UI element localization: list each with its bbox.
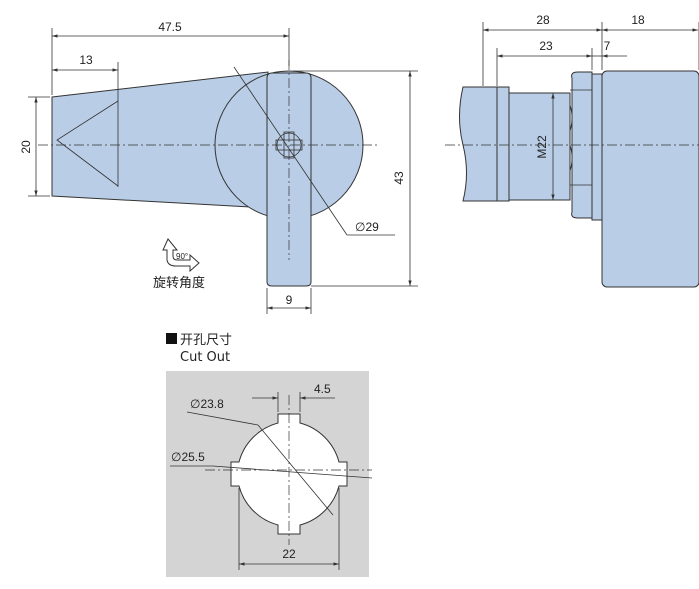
dim-depth-28: 28 bbox=[536, 13, 550, 27]
leader-25-5 bbox=[212, 465, 373, 479]
dim-shaft-height: 20 bbox=[19, 140, 33, 154]
front-flange bbox=[591, 73, 603, 221]
rotation-angle: 90° bbox=[176, 252, 188, 261]
dim-knob-diameter: ∅29 bbox=[355, 220, 379, 234]
dim-lever-width: 9 bbox=[286, 293, 293, 307]
dim-flat-width: 22 bbox=[282, 547, 296, 561]
cutout-title-en: Cut Out bbox=[180, 350, 230, 365]
front-knob bbox=[601, 70, 699, 288]
square-bullet-icon bbox=[166, 333, 177, 344]
dim-inner-diameter: ∅23.8 bbox=[190, 397, 224, 411]
dim-key-width: 4.5 bbox=[314, 382, 331, 396]
front-view: 28 18 23 7 M22 bbox=[445, 13, 699, 288]
dim-shaft-length: 13 bbox=[79, 53, 93, 67]
dim-body-23: 23 bbox=[539, 39, 553, 53]
dim-nut-7: 7 bbox=[604, 39, 611, 53]
dim-overall-length: 47.5 bbox=[158, 20, 182, 34]
side-view: 47.5 13 20 43 ∅29 9 90° 旋转角度 bbox=[19, 20, 418, 314]
shaft-v-line bbox=[56, 100, 119, 187]
front-shaft-ring bbox=[496, 86, 510, 202]
leader-23-8 bbox=[257, 424, 334, 516]
dim-thread: M22 bbox=[535, 135, 549, 159]
cutout-title-cn: 开孔尺寸 bbox=[180, 333, 232, 348]
dim-outer-diameter: ∅25.5 bbox=[171, 450, 205, 464]
rotation-arrow-icon bbox=[162, 238, 200, 273]
rotation-label: 旋转角度 bbox=[153, 275, 205, 291]
threaded-body bbox=[508, 92, 571, 201]
lever bbox=[266, 72, 312, 287]
dim-knob-18: 18 bbox=[631, 13, 645, 27]
dim-total-height: 43 bbox=[392, 171, 406, 185]
diameter-leader bbox=[233, 66, 348, 236]
cutout-section: 开孔尺寸 Cut Out 4.5 ∅23.8 ∅25.5 22 bbox=[166, 333, 373, 577]
front-shaft bbox=[459, 86, 498, 202]
